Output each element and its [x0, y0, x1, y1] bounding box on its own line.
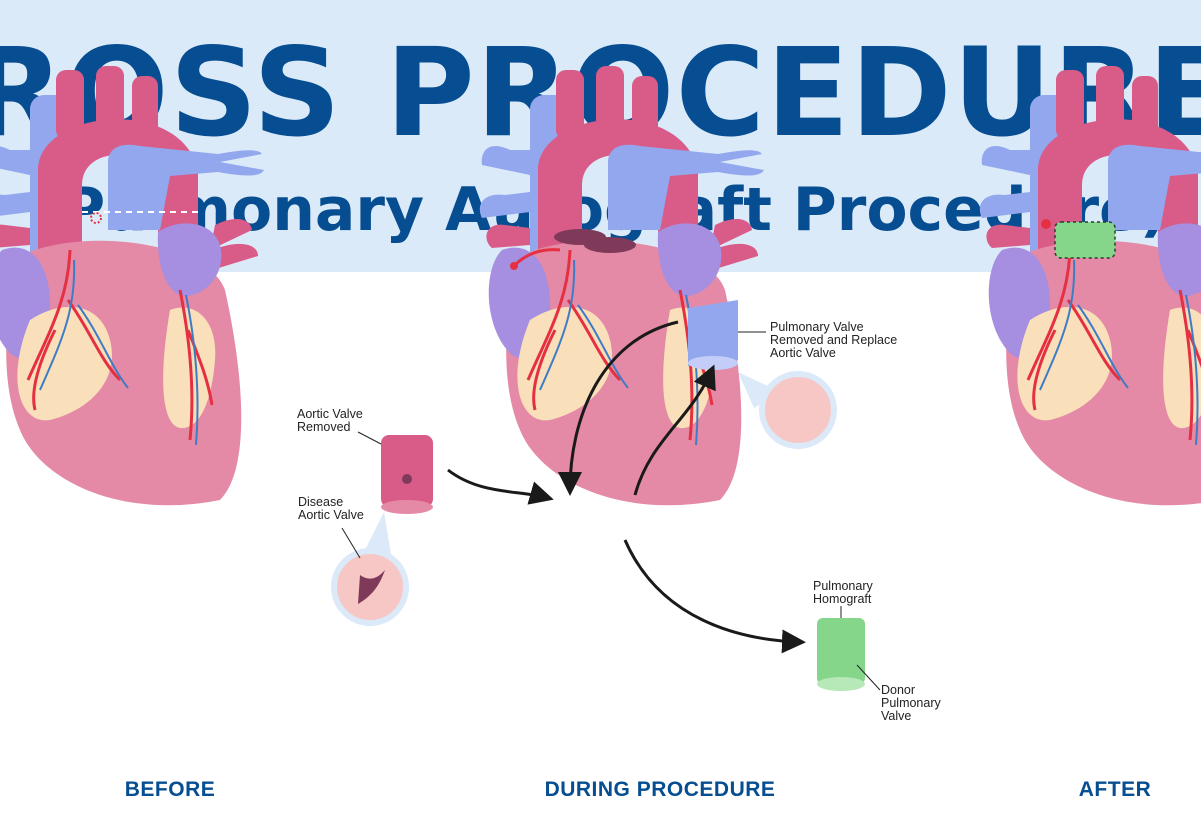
disease-aortic-valve-zoom	[331, 512, 409, 626]
homograft-graphic	[817, 606, 881, 691]
caption-during: DURING PROCEDURE	[544, 778, 776, 801]
heart-after	[978, 64, 1201, 507]
heart-during	[478, 64, 766, 507]
label-donor-pulmonary-valve: Donor Pulmonary Valve	[881, 683, 941, 723]
procedure-arrows	[447, 320, 806, 654]
aortic-valve-removed-graphic	[357, 431, 433, 514]
caption-before: BEFORE	[124, 778, 216, 801]
heart-before	[0, 64, 266, 507]
caption-after: AFTER	[1078, 778, 1152, 801]
label-pulmonary-homograft: Pulmonary Homograft	[813, 579, 873, 606]
label-disease-aortic-valve: Disease Aortic Valve	[298, 495, 364, 522]
label-aortic-valve-removed: Aortic Valve Removed	[297, 407, 363, 434]
pulmonary-valve-graphic	[688, 300, 837, 449]
label-pulmonary-valve-removed: Pulmonary Valve Removed and Replace Aort…	[770, 320, 898, 360]
